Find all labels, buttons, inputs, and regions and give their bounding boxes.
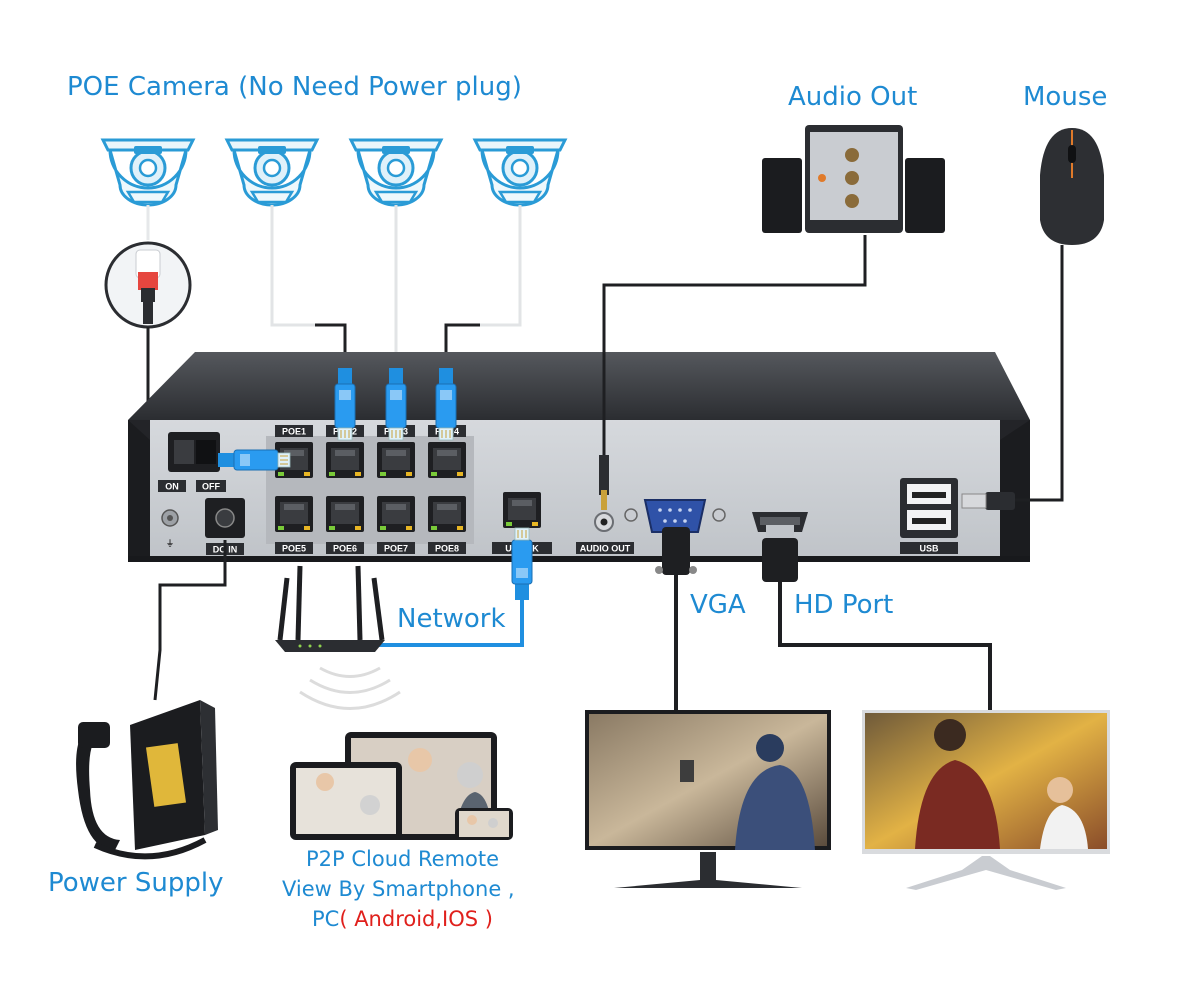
p2p-os-highlight: ( Android,IOS ) [339, 907, 493, 931]
hd-port-title: HD Port [794, 590, 894, 620]
speaker-icon [762, 125, 945, 233]
monitor-icon [585, 710, 831, 888]
poe-port-2 [326, 442, 364, 478]
poe-camera-1 [101, 138, 195, 207]
mouse-title: Mouse [1023, 82, 1108, 112]
poe-port-5 [275, 496, 313, 532]
usb-ports [900, 478, 958, 538]
nvr-recorder: ON OFF ⏚ DC IN POE1 POE2 POE3 POE4 POE5 [128, 352, 1030, 562]
monitor-icon [862, 710, 1110, 890]
vga-cable [655, 527, 697, 712]
audio-cable [599, 235, 867, 510]
network-title: Network [397, 604, 506, 634]
network-cable [360, 527, 533, 647]
connector-zoom-circle [104, 241, 192, 329]
poe-camera-title: POE Camera (No Need Power plug) [67, 72, 522, 102]
mouse-cable [1015, 245, 1064, 502]
poe-port-8 [428, 496, 466, 532]
poe7-label: POE7 [384, 544, 408, 554]
poe5-label: POE5 [282, 544, 306, 554]
poe-camera-2 [225, 138, 319, 207]
off-label: OFF [202, 482, 220, 492]
router-icon [275, 565, 385, 652]
poe-camera-3 [349, 138, 443, 207]
poe-port-7 [377, 496, 415, 532]
tablet-icon [290, 762, 402, 840]
vga-port [624, 499, 726, 533]
p2p-pc-label: PC [312, 907, 340, 931]
poe-port-6 [326, 496, 364, 532]
svg-text:⏚: ⏚ [166, 539, 174, 548]
wifi-waves-icon [299, 666, 401, 710]
on-label: ON [165, 482, 179, 492]
mouse-icon [1040, 128, 1104, 245]
vga-title: VGA [690, 590, 746, 620]
smartphone-icon [455, 808, 513, 840]
audio-out-title: Audio Out [788, 82, 918, 112]
poe-port-3 [377, 442, 415, 478]
uplink-port [503, 492, 541, 528]
power-cable [153, 540, 227, 701]
camera-cables [146, 205, 522, 370]
p2p-line-1: P2P Cloud Remote [306, 847, 500, 871]
usb-label: USB [919, 544, 939, 554]
poe6-label: POE6 [333, 544, 357, 554]
p2p-line-2: View By Smartphone , [282, 877, 515, 901]
power-adapter-icon [76, 700, 218, 860]
poe-port-4 [428, 442, 466, 478]
hdmi-cable [762, 525, 992, 712]
poe1-label: POE1 [282, 427, 306, 437]
poe8-label: POE8 [435, 544, 459, 554]
p2p-line-3: PC( Android,IOS ) [312, 907, 493, 931]
usb-plug [961, 492, 1015, 510]
power-supply-title: Power Supply [48, 868, 224, 898]
poe-camera-4 [473, 138, 567, 207]
audio-out-label: AUDIO OUT [580, 544, 631, 554]
